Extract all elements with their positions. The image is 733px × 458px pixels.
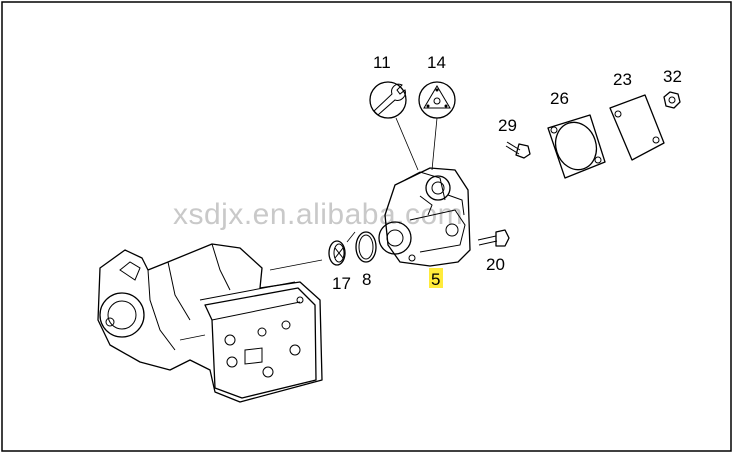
triangle-nut-icon	[418, 81, 456, 119]
wrench-icon	[369, 81, 407, 119]
bolt-icon	[505, 141, 531, 159]
label-32: 32	[663, 67, 682, 86]
nut-icon	[663, 91, 681, 109]
label-8: 8	[362, 270, 371, 289]
label-26: 26	[550, 89, 569, 108]
label-20: 20	[486, 255, 505, 274]
o-ring-icon	[355, 231, 377, 263]
engine-block-drawing	[97, 243, 323, 403]
leader-lines	[346, 117, 438, 243]
cover-plate-icon	[609, 94, 665, 161]
label-14: 14	[427, 53, 446, 72]
label-5: 5	[431, 270, 440, 289]
label-29: 29	[498, 116, 517, 135]
label-11: 11	[373, 53, 391, 72]
watermark-text: xsdjx.en.alibaba.com	[173, 198, 463, 231]
label-23: 23	[613, 70, 632, 89]
gasket-icon	[547, 114, 606, 179]
highlight-5	[429, 268, 443, 288]
label-17: 17	[332, 274, 351, 293]
bolt-20-icon	[477, 229, 510, 247]
cap-icon	[328, 240, 346, 266]
pump-icon	[378, 167, 471, 267]
